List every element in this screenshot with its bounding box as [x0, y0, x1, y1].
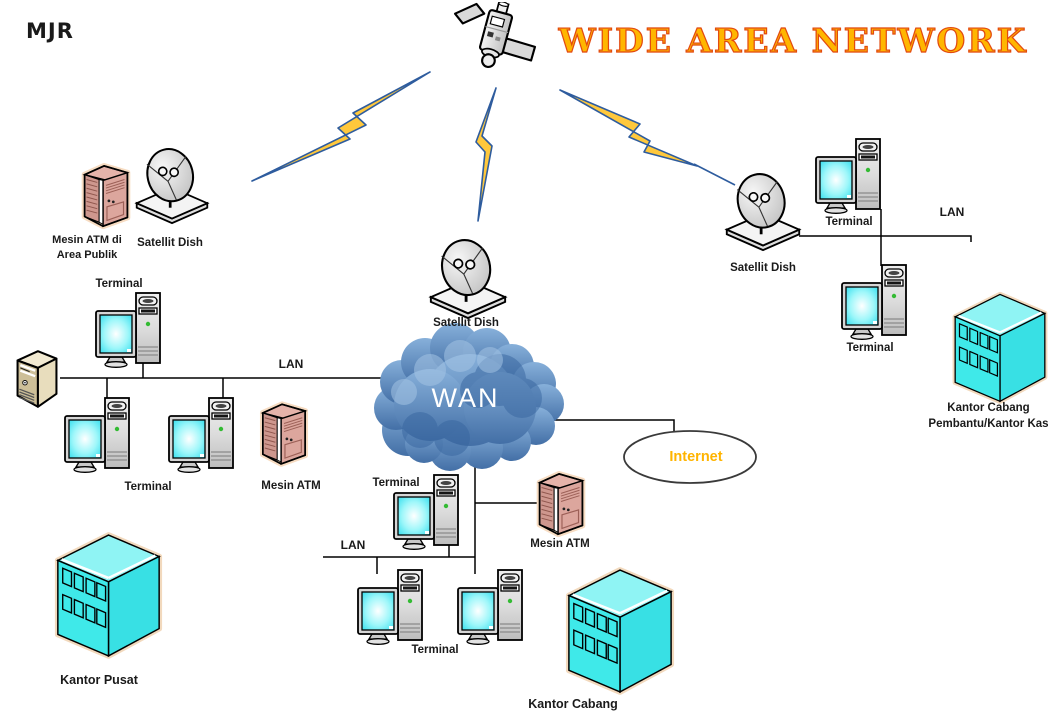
terminal-right-top-icon: [815, 138, 881, 215]
wan-internet-line: [550, 419, 675, 436]
lan-lines: [60, 209, 972, 574]
bolt-right-tail: [693, 163, 736, 186]
wan-cloud-label: WAN: [431, 383, 500, 413]
terminal-left-pair-label: Terminal: [124, 481, 172, 493]
atm-public-label-line2: Area Publik: [56, 248, 118, 261]
terminal-left-top-icon: [95, 292, 161, 369]
atm-public-icon: [85, 166, 128, 226]
atm-public-label: Mesin ATM di Area Publik: [35, 233, 139, 263]
terminal-right-low-label: Terminal: [846, 342, 894, 354]
terminal-right-low-icon: [841, 264, 907, 341]
lightning-bolts: [251, 71, 736, 222]
wan-cloud: [374, 323, 564, 471]
satellite-dish-right-label: Satellit Dish: [730, 262, 796, 274]
satellite-dish-right-icon: [725, 172, 801, 252]
sub-branch-label-line2: Pembantu/Kantor Kas: [928, 417, 1049, 430]
atm-left-icon: [263, 404, 305, 464]
satellite-dish-left-icon: [135, 146, 209, 225]
atm-center-label: Mesin ATM: [530, 538, 590, 550]
sub-branch-label-line1: Kantor Cabang: [947, 402, 1030, 414]
terminal-right-top-label: Terminal: [825, 216, 873, 228]
building-sub-branch-icon: [955, 294, 1045, 401]
internet-ellipse: [623, 430, 757, 484]
terminal-center-a-icon: [357, 569, 423, 646]
bolt-center: [475, 87, 497, 222]
atm-center-icon: [540, 474, 583, 534]
building-branch-office-icon: [569, 570, 671, 692]
terminal-center-top-label: Terminal: [372, 477, 420, 489]
terminal-center-b-icon: [457, 569, 523, 646]
internet-label: Internet: [669, 449, 723, 465]
lan-right-label: LAN: [939, 205, 965, 219]
bolt-left: [251, 71, 431, 182]
atm-public-label-line1: Mesin ATM di: [52, 234, 122, 246]
server-icon: [16, 350, 58, 408]
terminal-left-a-icon: [64, 397, 130, 474]
terminal-center-pair-label: Terminal: [411, 644, 459, 656]
page-title: WIDE AREA NETWORK: [558, 20, 1028, 60]
branch-office-label: Kantor Cabang: [528, 697, 618, 711]
lan-line-right: [799, 235, 972, 242]
satellite-dish-center-label: Satellit Dish: [433, 317, 499, 329]
bolt-right: [559, 89, 698, 167]
sub-branch-label: Kantor Cabang Pembantu/Kantor Kas: [906, 401, 1058, 432]
lan-center-label: LAN: [340, 538, 366, 552]
terminal-left-top-label: Terminal: [95, 278, 143, 290]
lan-left-label: LAN: [278, 357, 304, 371]
satellite-dish-center-icon: [429, 238, 507, 320]
building-head-office-icon: [58, 535, 159, 656]
head-office-label: Kantor Pusat: [60, 673, 138, 687]
terminal-left-b-icon: [168, 397, 234, 474]
author-initials: MJR: [26, 19, 74, 43]
satellite-icon: [453, 2, 537, 71]
satellite-dish-left-label: Satellit Dish: [137, 237, 203, 249]
atm-left-label: Mesin ATM: [261, 480, 321, 492]
